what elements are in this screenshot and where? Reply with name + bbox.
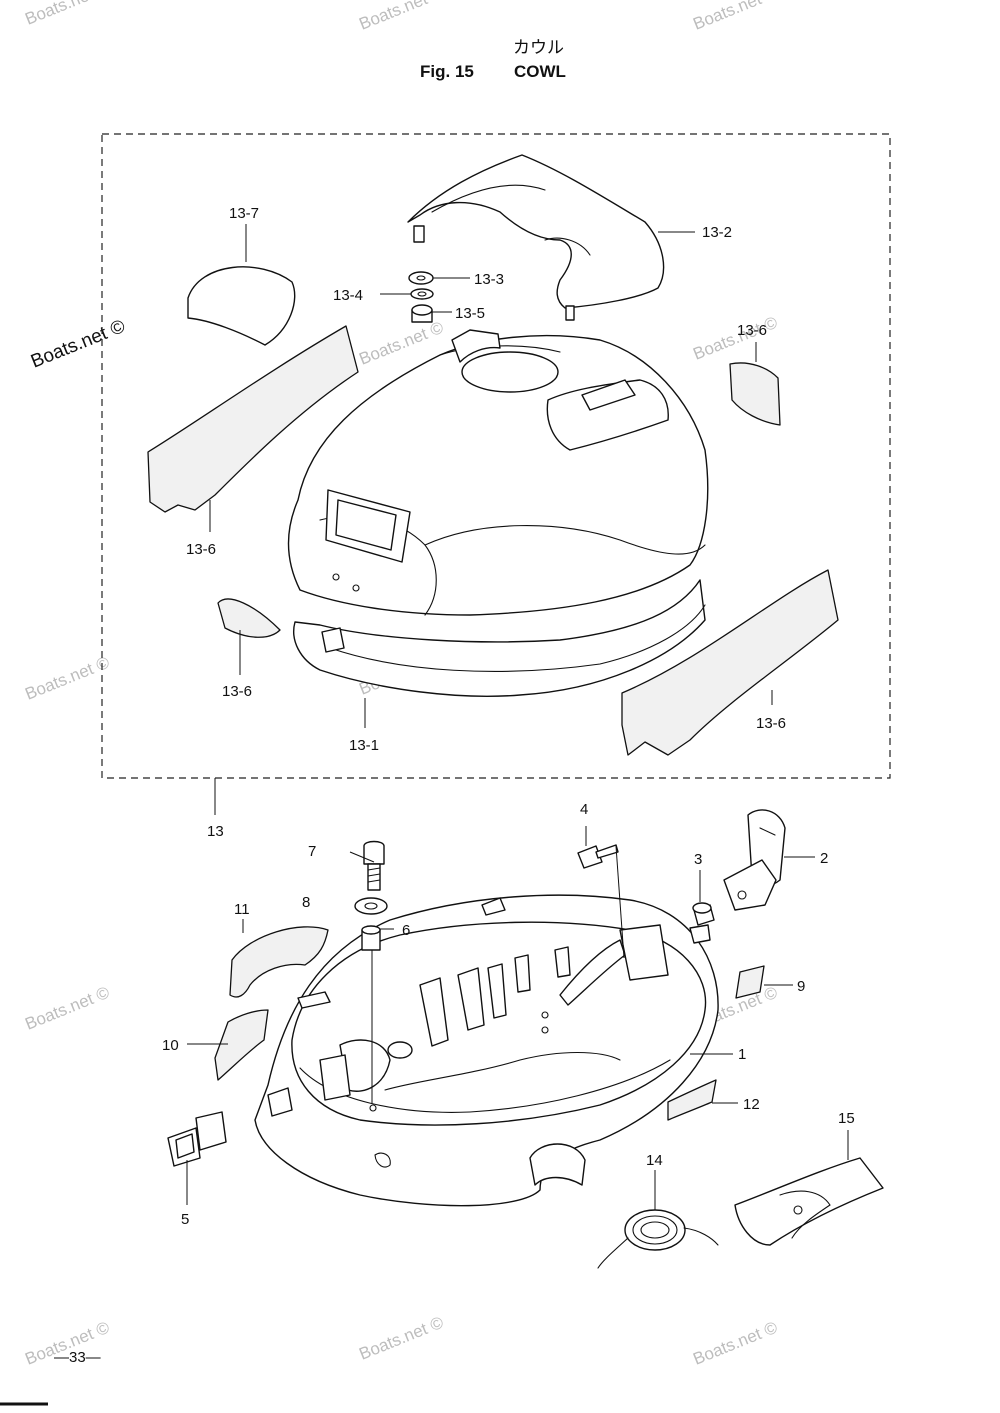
part-5-clip xyxy=(167,1111,227,1167)
watermark: Boats.net © xyxy=(690,1318,780,1369)
callout-15: 15 xyxy=(838,1110,855,1127)
page-number: —33— xyxy=(54,1349,101,1366)
part-7-bolt xyxy=(363,840,385,891)
part-10-decal xyxy=(214,1009,269,1081)
watermark: Boats.net © xyxy=(22,0,112,29)
part-13-6-small-decal xyxy=(217,598,281,638)
part-13-2-top-cover xyxy=(407,154,665,321)
part-6-collar xyxy=(361,925,381,951)
part-2-latch xyxy=(723,809,786,911)
part-14-cable xyxy=(597,1209,719,1269)
callout-13-5: 13-5 xyxy=(455,305,485,322)
callout-7: 7 xyxy=(308,843,316,860)
callout-6: 6 xyxy=(402,922,410,939)
part-13-1-main-cowl xyxy=(287,329,709,697)
part-8-grommet xyxy=(354,897,388,915)
callout-13-6: 13-6 xyxy=(756,715,786,732)
part-3-bushing xyxy=(692,902,715,926)
part-13-4-washer xyxy=(410,288,434,300)
callout-10: 10 xyxy=(162,1037,179,1054)
part-9-decal xyxy=(735,965,765,999)
callout-13-6: 13-6 xyxy=(186,541,216,558)
callout-3: 3 xyxy=(694,851,702,868)
callout-8: 8 xyxy=(302,894,310,911)
watermark-prominent: Boats.net © xyxy=(28,316,128,373)
figure-title: COWL xyxy=(514,62,566,81)
watermark: Boats.net © xyxy=(22,983,112,1034)
leader-lines xyxy=(186,224,849,1210)
watermark: Boats.net © xyxy=(356,1313,446,1364)
callout-14: 14 xyxy=(646,1152,663,1169)
watermark: Boats.net © xyxy=(22,653,112,704)
part-1-bottom-cowl xyxy=(254,894,719,1207)
watermark: Boats.net © xyxy=(356,0,446,34)
callout-9: 9 xyxy=(797,978,805,995)
callout-13: 13 xyxy=(207,823,224,840)
callout-13-7: 13-7 xyxy=(229,205,259,222)
part-12-decal xyxy=(667,1079,717,1121)
part-13-3-washer xyxy=(408,271,434,285)
callout-12: 12 xyxy=(743,1096,760,1113)
callout-13-1: 13-1 xyxy=(349,737,379,754)
part-13-5-nut xyxy=(411,304,433,323)
callout-2: 2 xyxy=(820,850,828,867)
part-11-arc-decal xyxy=(229,926,329,998)
part-4-bolt xyxy=(577,844,619,869)
part-15-pouch xyxy=(734,1157,884,1246)
part-13-6-right-small-decal xyxy=(729,362,781,426)
figure-number: Fig. 15 xyxy=(420,62,474,81)
watermark: Boats.net © xyxy=(690,0,780,34)
part-13-6-right-bottom-decal xyxy=(621,569,839,756)
callout-13-6: 13-6 xyxy=(737,322,767,339)
callout-5: 5 xyxy=(181,1211,189,1228)
part-13-6-left-decal xyxy=(147,325,359,513)
assembly-13-box xyxy=(101,133,891,779)
callout-13-4: 13-4 xyxy=(333,287,363,304)
callout-4: 4 xyxy=(580,801,588,818)
callout-13-6: 13-6 xyxy=(222,683,252,700)
callout-13-2: 13-2 xyxy=(702,224,732,241)
callout-13-3: 13-3 xyxy=(474,271,504,288)
callout-11: 11 xyxy=(234,901,250,918)
part-13-7-patch xyxy=(187,266,296,346)
title-japanese: カウル xyxy=(513,38,564,58)
callout-labels: 13-7 13-2 13-3 13-4 13-5 13-6 13-6 13-6 … xyxy=(162,205,855,1228)
callout-1: 1 xyxy=(738,1046,746,1063)
